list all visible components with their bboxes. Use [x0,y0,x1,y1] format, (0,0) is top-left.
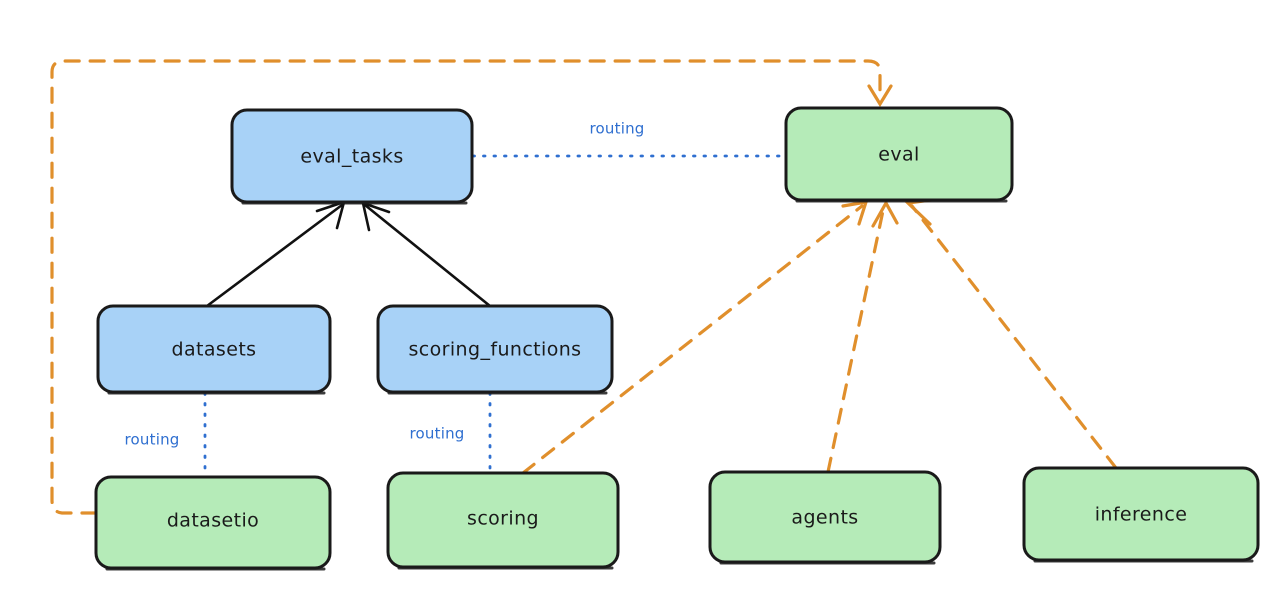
node-eval[interactable]: eval [784,106,1014,203]
node-inference-box[interactable] [1022,466,1260,562]
node-datasetio[interactable]: datasetio [94,475,332,571]
edge-inference-eval-path [910,204,1118,470]
node-inference-label: inference [1095,504,1188,526]
edge-scoring-eval-path [521,204,864,475]
node-datasetio-label: datasetio [167,510,259,532]
node-eval-label: eval [878,144,919,166]
node-agents-label: agents [791,507,858,529]
node-scoring[interactable]: scoring [386,471,620,570]
edge-agents-eval [826,199,899,474]
node-inference[interactable]: inference [1022,466,1260,563]
edge-inference-eval-arrowhead [904,198,933,226]
edge-scoring-functions-eval-tasks [361,201,492,308]
edge-agents-eval-path [826,204,886,474]
edge-layer [50,59,1118,515]
node-datasets-box[interactable] [96,304,332,394]
node-datasets-label: datasets [172,339,257,361]
edge-label-routing-scoring-functions-scoring: routing [410,425,465,443]
node-scoring-functions[interactable]: scoring_functions [376,304,614,395]
node-datasetio-box[interactable] [94,475,332,570]
edge-datasets-eval-tasks-path [205,203,344,308]
node-eval-tasks-label: eval_tasks [300,146,403,168]
edge-datasetio-eval [50,59,893,515]
node-eval-tasks-box[interactable] [230,108,474,204]
node-scoring-box[interactable] [386,471,620,569]
node-scoring-label: scoring [467,508,539,530]
edge-label-routing-datasets-datasetio: routing [125,431,180,449]
node-datasets[interactable]: datasets [96,304,332,395]
node-eval-box[interactable] [784,106,1014,202]
edge-datasetio-eval-path [50,59,882,515]
node-scoring-functions-box[interactable] [376,304,614,394]
edge-label-layer: routing routing routing [125,120,645,449]
edge-datasetio-eval-arrowhead [867,84,893,108]
node-eval-tasks[interactable]: eval_tasks [230,108,474,205]
edge-label-routing-eval-tasks-eval: routing [590,120,645,138]
node-agents[interactable]: agents [708,470,942,565]
node-agents-box[interactable] [708,470,942,564]
edge-scoring-functions-eval-tasks-path [363,203,492,308]
edge-agents-eval-arrowhead [871,199,899,228]
edge-inference-eval [904,198,1118,470]
edge-datasets-eval-tasks [205,200,346,308]
node-scoring-functions-label: scoring_functions [409,339,582,361]
